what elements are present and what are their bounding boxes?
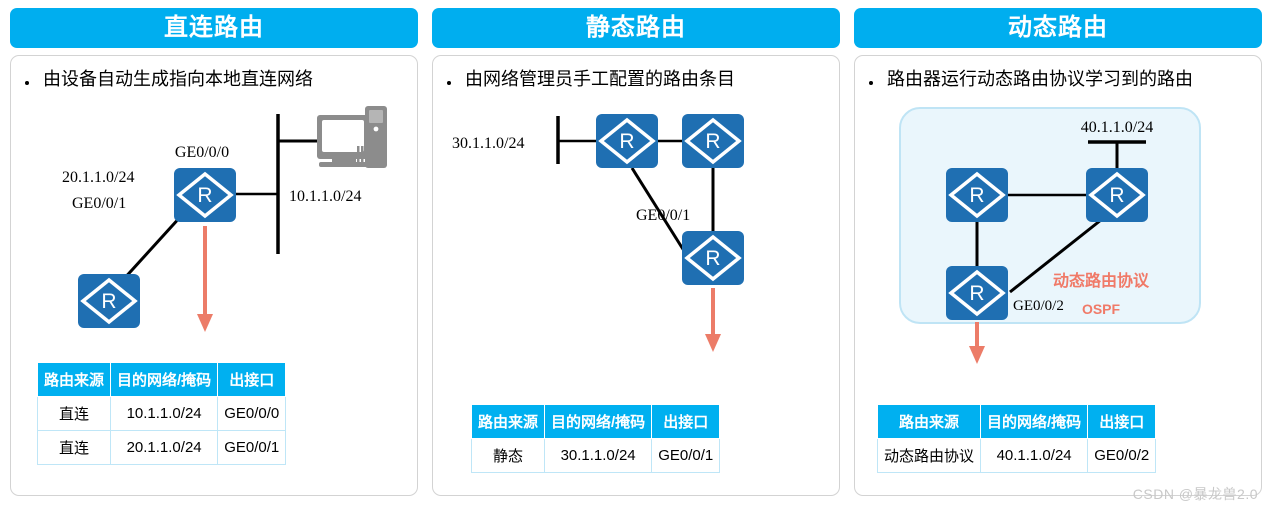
cell-outbound-interface: GE0/0/0 bbox=[217, 396, 287, 431]
panel-direct-route: 直连路由 由设备自动生成指向本地直连网络 bbox=[10, 8, 418, 496]
panel-header-static: 静态路由 bbox=[432, 8, 840, 48]
router-right-top-icon: R bbox=[1086, 168, 1148, 222]
col-outbound-interface: 出接口 bbox=[651, 404, 721, 439]
bullet-dot-icon bbox=[869, 81, 873, 85]
watermark: CSDN @暴龙兽2.0 bbox=[1132, 486, 1258, 502]
router-right-bottom-icon: R bbox=[682, 231, 744, 285]
table-row: 静态 30.1.1.0/24 GE0/0/1 bbox=[470, 438, 721, 473]
panel-header-direct: 直连路由 bbox=[10, 8, 418, 48]
cell-route-source: 静态 bbox=[470, 438, 546, 473]
diagram-static-route: R R R 30.1.1.0/24 bbox=[433, 96, 839, 386]
link-left-rightbottom bbox=[630, 167, 688, 255]
cell-outbound-interface: GE0/0/1 bbox=[217, 430, 287, 465]
cell-destination-network: 20.1.1.0/24 bbox=[110, 430, 219, 465]
label-network-20: 20.1.1.0/24 bbox=[62, 169, 134, 186]
router-main-icon: R bbox=[174, 168, 236, 222]
diagram-static-svg: R R R 30.1.1.0/24 bbox=[452, 114, 744, 352]
label-protocol-name: 动态路由协议 bbox=[1053, 271, 1150, 290]
label-network-30: 30.1.1.0/24 bbox=[452, 135, 524, 152]
col-route-source: 路由来源 bbox=[470, 404, 546, 439]
router-left-bottom-icon: R bbox=[946, 266, 1008, 320]
table-row: 直连 10.1.1.0/24 GE0/0/0 bbox=[36, 396, 287, 431]
router-peer-icon: R bbox=[78, 274, 140, 328]
route-table-dynamic: 路由来源 目的网络/掩码 出接口 动态路由协议 40.1.1.0/24 GE0/… bbox=[876, 404, 1157, 473]
svg-text:R: R bbox=[197, 184, 212, 207]
col-route-source: 路由来源 bbox=[876, 404, 982, 439]
label-ge0-0-2: GE0/0/2 bbox=[1013, 298, 1064, 314]
panel-dynamic-route: 动态路由 路由器运行动态路由协议学习到的路由 bbox=[854, 8, 1262, 496]
cell-destination-network: 40.1.1.0/24 bbox=[980, 438, 1089, 473]
label-ge0-0-1: GE0/0/1 bbox=[636, 207, 690, 224]
cell-outbound-interface: GE0/0/1 bbox=[651, 438, 721, 473]
col-destination-network: 目的网络/掩码 bbox=[980, 404, 1089, 439]
svg-text:R: R bbox=[619, 130, 634, 153]
router-left-top-icon: R bbox=[946, 168, 1008, 222]
diagram-direct-svg: R R GE0/0/0 20.1.1.0/24 GE0/0/1 10.1.1.0… bbox=[62, 106, 387, 332]
label-protocol-ospf: OSPF bbox=[1082, 301, 1121, 317]
bullet-static: 由网络管理员手工配置的路由条目 bbox=[433, 56, 839, 91]
flow-arrow-icon bbox=[969, 322, 985, 364]
cell-destination-network: 30.1.1.0/24 bbox=[544, 438, 653, 473]
cell-route-source: 动态路由协议 bbox=[876, 438, 982, 473]
label-ge0-0-1: GE0/0/1 bbox=[72, 195, 126, 212]
table-row: 直连 20.1.1.0/24 GE0/0/1 bbox=[36, 430, 287, 465]
route-table-static: 路由来源 目的网络/掩码 出接口 静态 30.1.1.0/24 GE0/0/1 bbox=[470, 404, 721, 473]
link-righttop-leftbottom bbox=[1009, 218, 1102, 294]
diagram-direct-route: R R GE0/0/0 20.1.1.0/24 GE0/0/1 10.1.1.0… bbox=[11, 96, 417, 386]
router-left-icon: R bbox=[596, 114, 658, 168]
panel-header-dynamic: 动态路由 bbox=[854, 8, 1262, 48]
label-ge0-0-0: GE0/0/0 bbox=[175, 144, 229, 161]
diagram-dynamic-svg: R R R 40.1.1.0/24 bbox=[899, 107, 1201, 364]
flow-arrow-icon bbox=[197, 226, 213, 332]
col-outbound-interface: 出接口 bbox=[217, 362, 287, 397]
panel-body-static: 由网络管理员手工配置的路由条目 bbox=[432, 55, 840, 496]
svg-text:R: R bbox=[101, 290, 116, 313]
bullet-direct: 由设备自动生成指向本地直连网络 bbox=[11, 56, 417, 91]
route-table-direct: 路由来源 目的网络/掩码 出接口 直连 10.1.1.0/24 GE0/0/0 … bbox=[36, 362, 287, 465]
svg-text:R: R bbox=[1109, 184, 1124, 207]
bullet-dot-icon bbox=[447, 81, 451, 85]
panel-body-direct: 由设备自动生成指向本地直连网络 bbox=[10, 55, 418, 496]
bullet-text-static: 由网络管理员手工配置的路由条目 bbox=[465, 69, 735, 89]
svg-text:R: R bbox=[969, 282, 984, 305]
flow-arrow-icon bbox=[705, 288, 721, 352]
table-header-row: 路由来源 目的网络/掩码 出接口 bbox=[470, 404, 721, 439]
label-network-10: 10.1.1.0/24 bbox=[289, 188, 361, 205]
ospf-zone-box bbox=[899, 107, 1201, 324]
panel-title-static: 静态路由 bbox=[586, 14, 686, 41]
col-route-source: 路由来源 bbox=[36, 362, 112, 397]
cell-destination-network: 10.1.1.0/24 bbox=[110, 396, 219, 431]
svg-text:R: R bbox=[969, 184, 984, 207]
cell-route-source: 直连 bbox=[36, 396, 112, 431]
bullet-dynamic: 路由器运行动态路由协议学习到的路由 bbox=[855, 56, 1261, 91]
svg-text:R: R bbox=[705, 130, 720, 153]
cell-outbound-interface: GE0/0/2 bbox=[1087, 438, 1157, 473]
cell-route-source: 直连 bbox=[36, 430, 112, 465]
diagram-dynamic-route: R R R 40.1.1.0/24 bbox=[855, 96, 1261, 386]
panel-title-dynamic: 动态路由 bbox=[1008, 14, 1108, 41]
bullet-text-dynamic: 路由器运行动态路由协议学习到的路由 bbox=[887, 69, 1193, 89]
pc-icon bbox=[317, 106, 387, 168]
svg-text:R: R bbox=[705, 247, 720, 270]
bullet-dot-icon bbox=[25, 81, 29, 85]
table-row: 动态路由协议 40.1.1.0/24 GE0/0/2 bbox=[876, 438, 1157, 473]
col-destination-network: 目的网络/掩码 bbox=[544, 404, 653, 439]
bullet-text-direct: 由设备自动生成指向本地直连网络 bbox=[43, 69, 313, 89]
col-destination-network: 目的网络/掩码 bbox=[110, 362, 219, 397]
panel-title-direct: 直连路由 bbox=[164, 14, 264, 41]
panel-body-dynamic: 路由器运行动态路由协议学习到的路由 bbox=[854, 55, 1262, 496]
panel-static-route: 静态路由 由网络管理员手工配置的路由条目 bbox=[432, 8, 840, 496]
label-network-40: 40.1.1.0/24 bbox=[1081, 119, 1153, 136]
table-header-row: 路由来源 目的网络/掩码 出接口 bbox=[876, 404, 1157, 439]
table-header-row: 路由来源 目的网络/掩码 出接口 bbox=[36, 362, 287, 397]
router-right-top-icon: R bbox=[682, 114, 744, 168]
col-outbound-interface: 出接口 bbox=[1087, 404, 1157, 439]
